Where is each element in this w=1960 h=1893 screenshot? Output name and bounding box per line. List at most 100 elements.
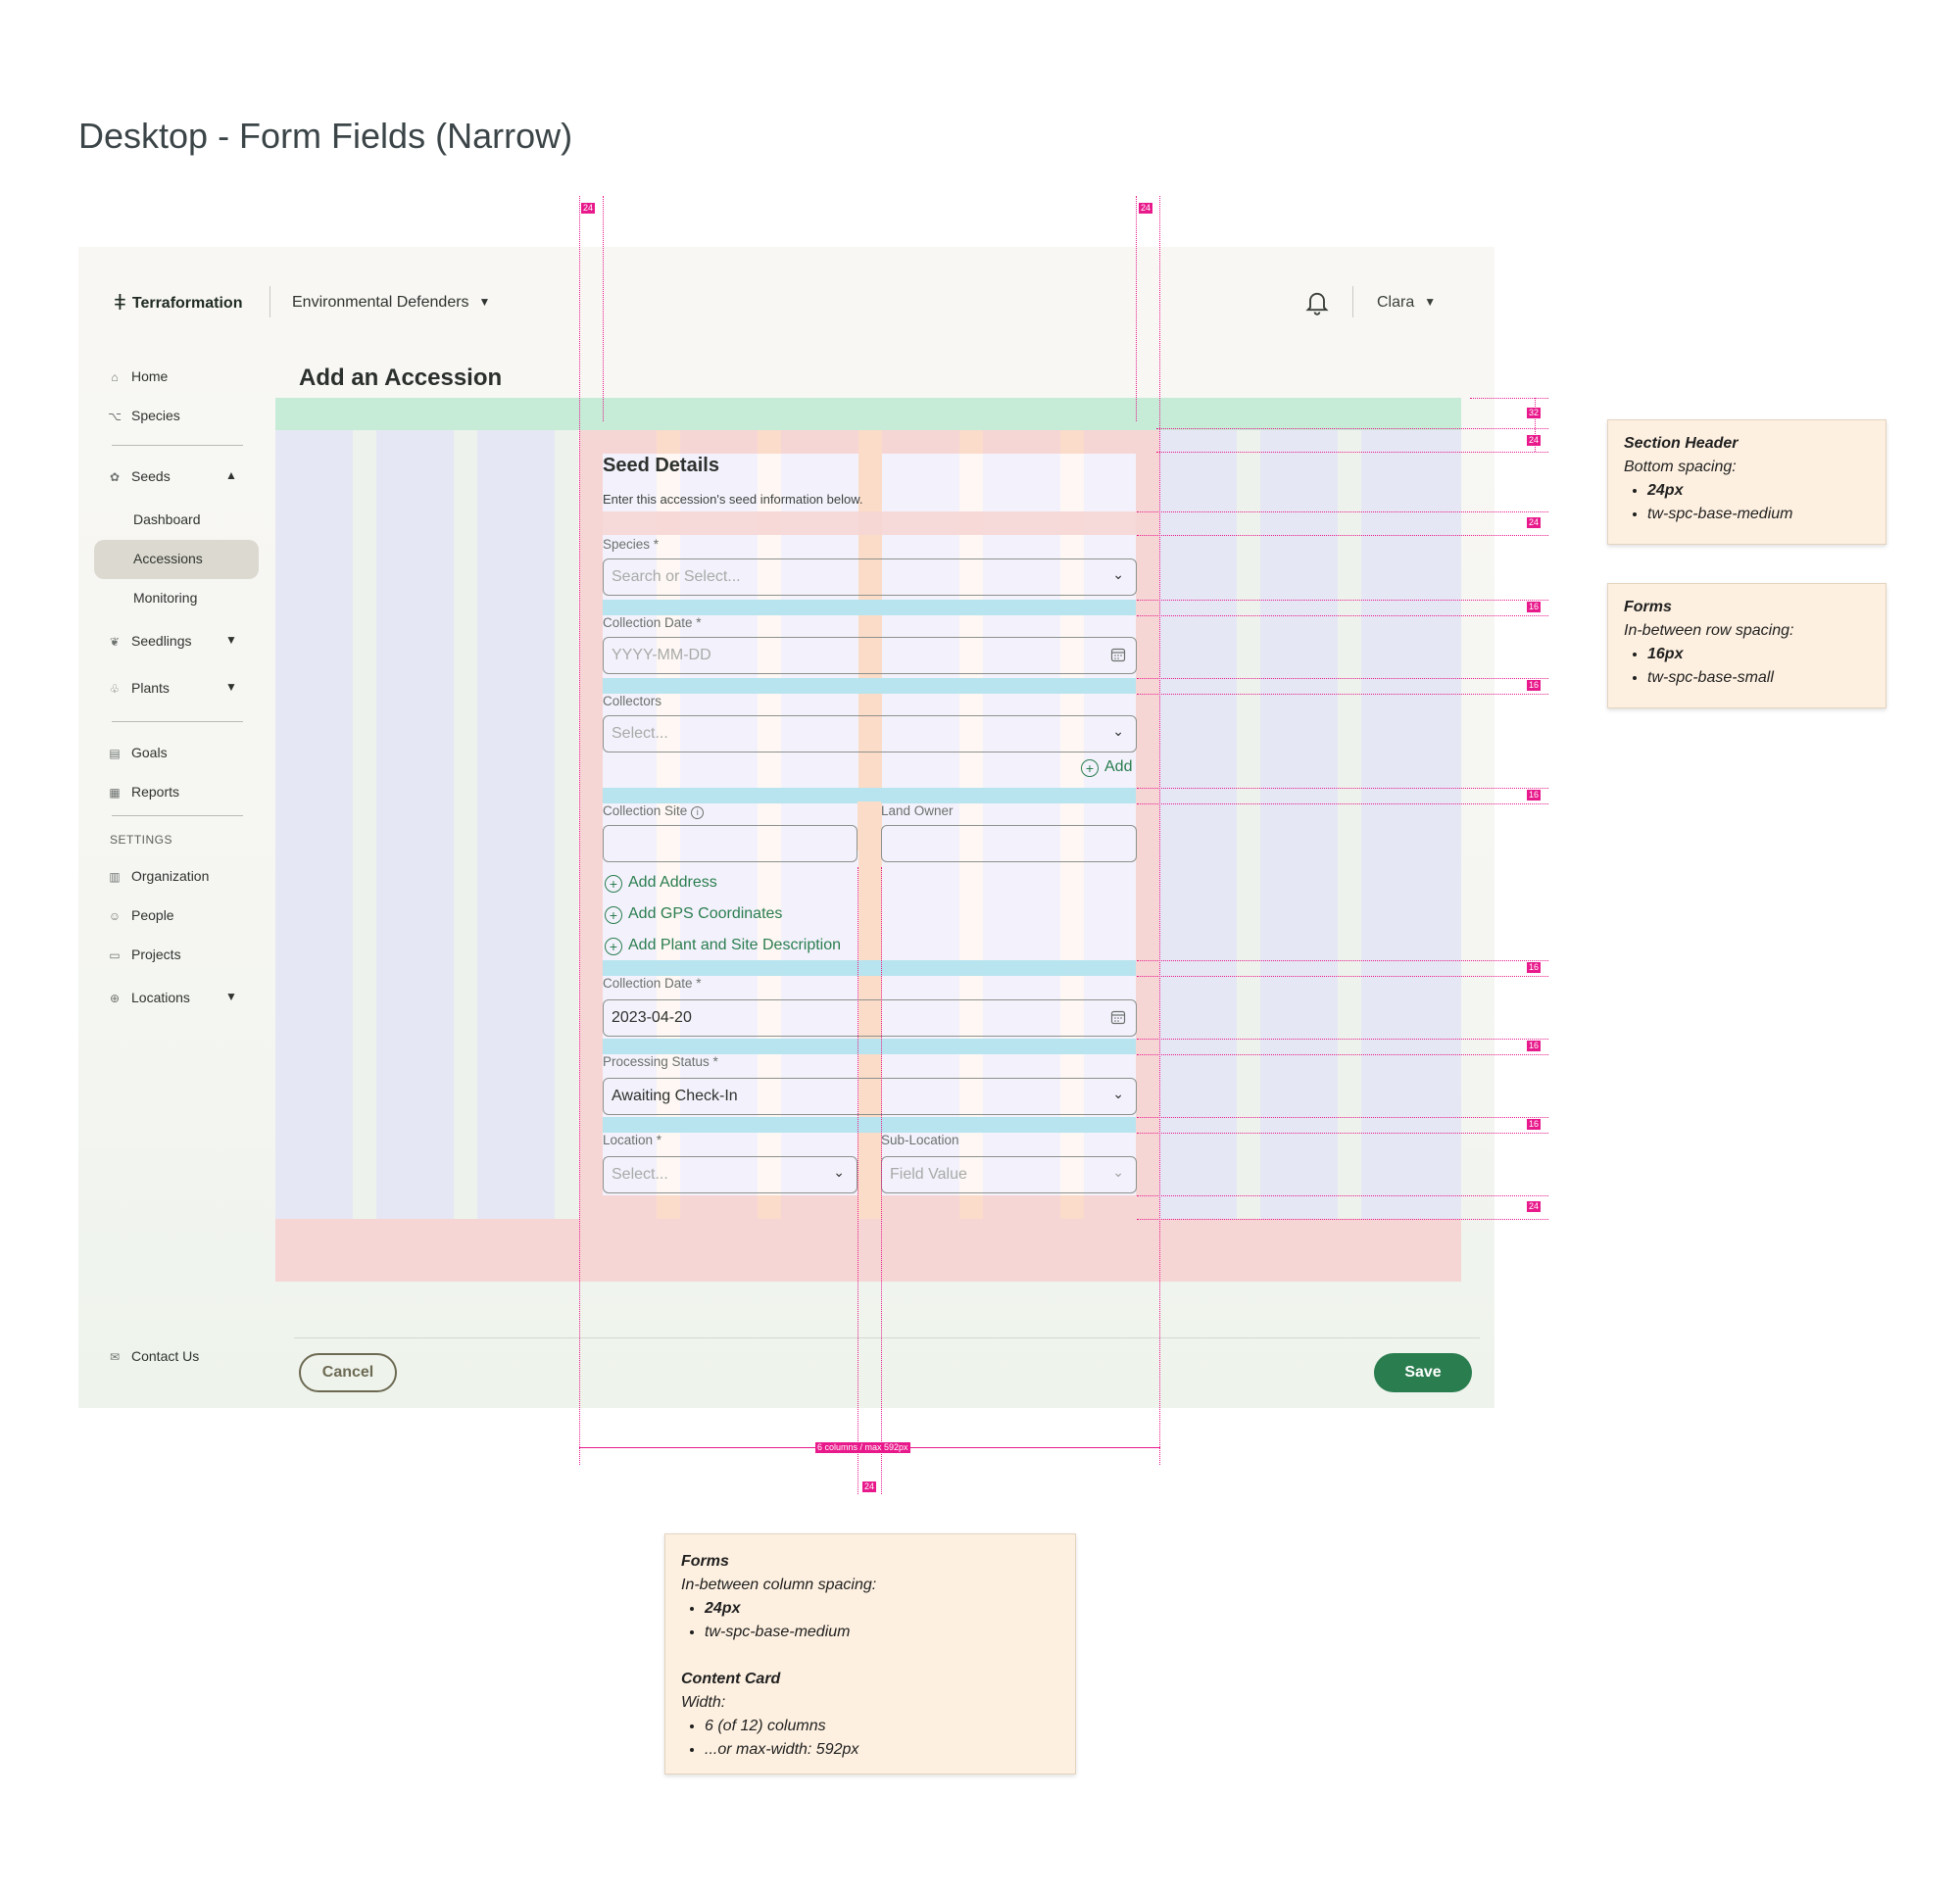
cancel-button[interactable]: Cancel	[299, 1353, 397, 1392]
chevron-down-icon: ▼	[225, 680, 237, 694]
collection-date-input[interactable]: YYYY-MM-DD	[603, 637, 1137, 674]
note-forms-column: Forms In-between column spacing: 24px tw…	[664, 1533, 1076, 1774]
location-select[interactable]: Select... ⌄	[603, 1156, 858, 1193]
note-item: tw-spc-base-medium	[705, 1621, 1059, 1644]
sidebar-item-projects[interactable]: ▭ Projects	[108, 946, 181, 962]
sidebar-item-dashboard[interactable]: Dashboard	[133, 511, 201, 527]
nav-label: Home	[131, 368, 169, 384]
measure-line	[1535, 398, 1536, 452]
measure-line	[1137, 960, 1548, 961]
bell-icon[interactable]	[1303, 288, 1331, 316]
goals-icon: ▤	[109, 747, 121, 760]
sidebar-item-goals[interactable]: ▤ Goals	[108, 745, 168, 760]
measure-line	[1137, 1039, 1548, 1040]
add-address-button[interactable]: +Add Address	[605, 874, 717, 893]
row-spacing-overlay	[603, 600, 1136, 615]
add-plant-description-button[interactable]: +Add Plant and Site Description	[605, 937, 841, 955]
sidebar-item-seeds[interactable]: ✿Seeds▲	[108, 468, 237, 484]
user-name: Clara	[1377, 294, 1415, 311]
measure-line	[1137, 1117, 1548, 1118]
grid-column	[1159, 430, 1237, 1219]
sidebar-item-accessions[interactable]: Accessions	[133, 551, 203, 566]
measure-line	[603, 196, 604, 421]
user-menu[interactable]: Clara▼	[1377, 294, 1436, 312]
processing-status-select[interactable]: Awaiting Check-In ⌄	[603, 1078, 1137, 1115]
land-owner-input[interactable]	[881, 825, 1137, 862]
chevron-down-icon: ⌄	[1112, 723, 1124, 739]
chevron-down-icon: ⌄	[1112, 566, 1124, 582]
sidebar-item-locations[interactable]: ⊕Locations▼	[108, 990, 237, 1005]
grid-column	[376, 430, 454, 1219]
note-title: Forms	[681, 1553, 729, 1570]
plus-circle-icon: +	[1081, 759, 1099, 777]
sidebar-item-plants[interactable]: ♧Plants▼	[108, 680, 237, 696]
measure-tag: 16	[1527, 1119, 1542, 1130]
page-title: Desktop - Form Fields (Narrow)	[78, 116, 573, 156]
nav-label: Accessions	[133, 551, 203, 566]
sidebar-item-reports[interactable]: ▦Reports	[108, 784, 179, 800]
sidebar-divider	[112, 445, 243, 446]
measure-tag: 24	[862, 1481, 877, 1492]
nav-label: Goals	[131, 745, 168, 760]
info-icon[interactable]: i	[691, 806, 705, 819]
plant-icon: ♧	[109, 682, 121, 696]
note-item: 24px	[1647, 479, 1870, 503]
sidebar-item-home[interactable]: ⌂ Home	[108, 368, 168, 384]
calendar-icon[interactable]	[1110, 1009, 1126, 1025]
collection-site-input[interactable]	[603, 825, 858, 862]
sidebar-item-people[interactable]: ☺ People	[108, 907, 174, 923]
collectors-select[interactable]: Select... ⌄	[603, 715, 1137, 752]
calendar-icon[interactable]	[1110, 647, 1126, 662]
sidebar-item-organization[interactable]: ▥Organization	[108, 868, 209, 884]
sidebar-item-contact-us[interactable]: ✉Contact Us	[108, 1348, 199, 1364]
plus-circle-icon: +	[605, 906, 622, 924]
measure-tag: 24	[1527, 517, 1542, 528]
row-spacing-overlay	[603, 960, 1136, 976]
measure-line	[1137, 1133, 1548, 1134]
home-icon: ⌂	[111, 370, 119, 384]
measure-line	[1156, 452, 1548, 453]
grid-column	[477, 430, 555, 1219]
add-plant-desc-label: Add Plant and Site Description	[628, 937, 842, 953]
measure-line	[1156, 428, 1548, 429]
chevron-up-icon: ▲	[225, 468, 237, 482]
row-spacing-overlay	[603, 1039, 1136, 1054]
collection-date-label: Collection Date *	[603, 615, 702, 630]
header-divider	[1352, 286, 1353, 317]
nav-label: Locations	[131, 990, 190, 1005]
org-selector[interactable]: Environmental Defenders▼	[292, 294, 490, 312]
folder-icon: ▭	[109, 948, 121, 962]
note-item: tw-spc-base-small	[1647, 666, 1870, 690]
sidebar-item-monitoring[interactable]: Monitoring	[133, 590, 197, 606]
sidebar-item-species[interactable]: ⌥Species	[108, 408, 180, 423]
chevron-down-icon: ▼	[478, 295, 491, 309]
section-description: Enter this accession's seed information …	[603, 492, 863, 507]
sidebar-item-seedlings[interactable]: ❦Seedlings▼	[108, 633, 237, 649]
grid-gutter-stripe	[758, 454, 781, 1195]
measure-line	[1137, 1195, 1548, 1196]
measure-line	[1137, 976, 1548, 977]
measure-tag: 24	[581, 203, 596, 214]
collection-site-label-text: Collection Site	[603, 803, 688, 818]
people-icon: ☺	[108, 909, 122, 923]
collection-date2-input[interactable]: 2023-04-20	[603, 999, 1137, 1037]
chevron-down-icon: ⌄	[1112, 1086, 1124, 1101]
measure-line	[1137, 535, 1548, 536]
settings-section-label: SETTINGS	[110, 833, 173, 847]
measure-tag: 16	[1527, 680, 1542, 691]
add-collector-button[interactable]: +Add	[1081, 758, 1132, 777]
species-select[interactable]: Search or Select... ⌄	[603, 558, 1137, 596]
note-item: 6 (of 12) columns	[705, 1715, 1059, 1738]
measure-line	[1137, 511, 1548, 512]
grid-gutter	[1338, 430, 1361, 1219]
nav-label: Projects	[131, 946, 181, 962]
sublocation-select[interactable]: Field Value ⌄	[881, 1156, 1137, 1193]
save-button[interactable]: Save	[1374, 1353, 1472, 1392]
nav-label: People	[131, 907, 174, 923]
note-title: Forms	[1624, 599, 1672, 615]
measure-tag: 16	[1527, 790, 1542, 801]
note-title: Section Header	[1624, 435, 1739, 452]
species-placeholder: Search or Select...	[612, 568, 741, 585]
add-gps-button[interactable]: +Add GPS Coordinates	[605, 905, 782, 924]
